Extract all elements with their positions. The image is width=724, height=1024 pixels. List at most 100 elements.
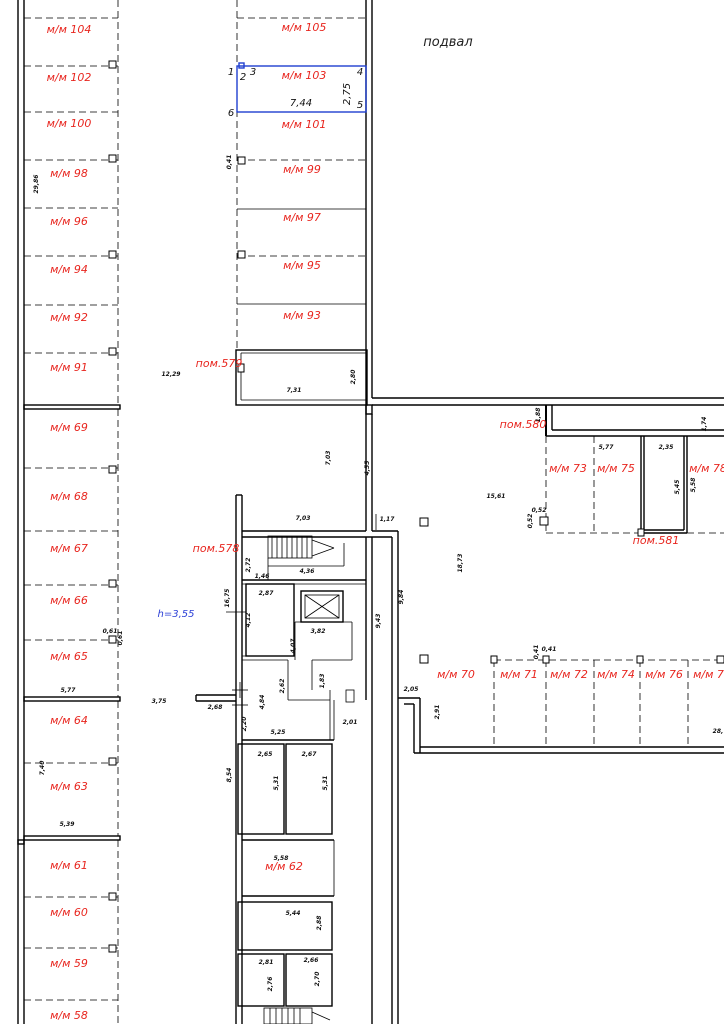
left-strip-columns	[108, 60, 117, 953]
dimension-label: 28,	[713, 728, 724, 735]
parking-space-label: м/м 69	[50, 421, 88, 434]
parking-space-label: м/м 67	[50, 542, 88, 555]
parking-space-label: м/м 65	[50, 650, 88, 663]
room-label: пом.579	[196, 357, 243, 370]
parking-space-label: м/м 70	[437, 668, 475, 681]
dimension-label: 3,82	[311, 628, 326, 635]
dimension-label: 2,20	[241, 717, 248, 732]
lift-shaft	[294, 590, 353, 660]
parking-space-label: м/м 104	[47, 23, 92, 36]
dimension-label: 7,40	[39, 761, 46, 776]
room-label: пом.581	[633, 534, 680, 547]
core-walls	[195, 405, 399, 1024]
parking-space-label: м/м 66	[50, 594, 88, 607]
dimension-label: 2,76	[267, 977, 274, 992]
dimension-label: 5,25	[271, 729, 286, 736]
core-rooms	[237, 583, 355, 1024]
basement-label: подвал	[423, 35, 472, 50]
dimension-label: 5,77	[61, 687, 77, 694]
vertex-label: 3	[250, 67, 256, 78]
dimension-label: 8,54	[226, 768, 233, 783]
dimension-label: 5,58	[274, 855, 289, 862]
middle-strip-walls	[235, 0, 373, 406]
vertex-label: 1	[228, 67, 234, 78]
core-ticks	[226, 514, 377, 706]
dimension-label: 7,03	[325, 451, 332, 466]
dimension-label: 0,41	[533, 645, 540, 660]
dimension-label: 2,66	[304, 957, 319, 964]
parking-space-label: м/м 75	[597, 462, 635, 475]
dimension-label: 18,73	[457, 554, 464, 573]
dimension-label: 2,87	[259, 590, 275, 597]
parking-space-label: м/м 98	[50, 167, 88, 180]
dimension-label: 2,01	[343, 719, 358, 726]
parking-space-label: м/м 94	[50, 263, 88, 276]
dimension-label: 2,80	[350, 370, 357, 385]
parking-space-label: м/м 60	[50, 906, 88, 919]
room-labels: пом.579 пом.580 пом.578 пом.581	[193, 357, 680, 555]
dimension-label: 4,36	[300, 568, 315, 575]
selected-space-annotations: 7,44 2,75 1 2 3 4 5 6	[228, 67, 363, 119]
parking-space-label: м/м 96	[50, 215, 88, 228]
dimension-label: 2,62	[279, 679, 286, 694]
dimension-label: 5,31	[322, 776, 329, 791]
dimension-label: 9,84	[398, 590, 405, 605]
dimension-label: 16,75	[224, 589, 231, 608]
parking-space-label: м/м 74	[597, 668, 635, 681]
room-label: пом.580	[500, 418, 547, 431]
parking-space-label: м/м 71	[500, 668, 538, 681]
dimension-label: 2,91	[434, 705, 441, 720]
dimension-label: 29,86	[33, 175, 40, 194]
parking-space-label: м/м 76	[645, 668, 683, 681]
dimension-label: 2,70	[314, 972, 321, 987]
dimension-label: 5,39	[60, 821, 75, 828]
parking-space-label: м/м 64	[50, 714, 88, 727]
dimension-label: 15,61	[487, 493, 506, 500]
dimension-label: 7,03	[296, 515, 311, 522]
selected-space-outline	[236, 62, 367, 113]
selected-length: 7,44	[290, 98, 312, 109]
dimension-label: 0,41	[542, 646, 557, 653]
room-label: пом.578	[193, 542, 240, 555]
left-spaces: м/м 104 м/м 102 м/м 100 м/м 98 м/м 96 м/м 94 м…	[47, 23, 92, 1022]
parking-space-label: м/м 77	[693, 668, 724, 681]
parking-space-label: м/м 102	[47, 71, 92, 84]
parking-space-label: м/м 100	[47, 117, 92, 130]
dimension-label: 5,45	[674, 480, 681, 495]
parking-space-label: м/м 72	[550, 668, 588, 681]
vertex-label: 2	[240, 72, 246, 83]
dimension-label: 5,77	[599, 444, 615, 451]
parking-space-label: м/м 58	[50, 1009, 88, 1022]
parking-space-label: м/м 103	[282, 69, 327, 82]
dimension-label: 2,88	[316, 916, 323, 931]
parking-space-label: м/м 92	[50, 311, 88, 324]
selected-width: 2,75	[342, 83, 353, 105]
parking-space-label: м/м 97	[283, 211, 321, 224]
left-strip-dividers	[24, 0, 119, 1024]
dimension-label: 2,35	[659, 444, 674, 451]
vertex-label: 4	[357, 67, 363, 78]
parking-space-label: м/м 95	[283, 259, 321, 272]
dimension-label: 4,55	[364, 461, 371, 476]
parking-space-label: м/м 105	[282, 21, 327, 34]
dimension-label: 1,83	[319, 674, 326, 689]
parking-space-label: м/м 91	[50, 361, 88, 374]
dimension-label: 4,07	[290, 638, 297, 654]
dimension-label: 1,17	[380, 516, 396, 523]
dimension-label: 2,68	[208, 704, 223, 711]
dimension-label: 0,52	[532, 507, 547, 514]
parking-space-label: м/м 62	[265, 860, 303, 873]
parking-space-label: м/м 61	[50, 859, 88, 872]
ceiling-height: h=3,55	[158, 609, 195, 620]
dimension-label: 2,67	[302, 751, 318, 758]
stair-top	[242, 535, 366, 585]
dimension-label: 0,61	[103, 628, 118, 635]
dimension-label: 1,74	[701, 417, 708, 432]
dimension-label: 2,81	[259, 959, 274, 966]
dimension-label: 12,29	[162, 371, 181, 378]
dimension-label: 4,84	[259, 695, 266, 710]
